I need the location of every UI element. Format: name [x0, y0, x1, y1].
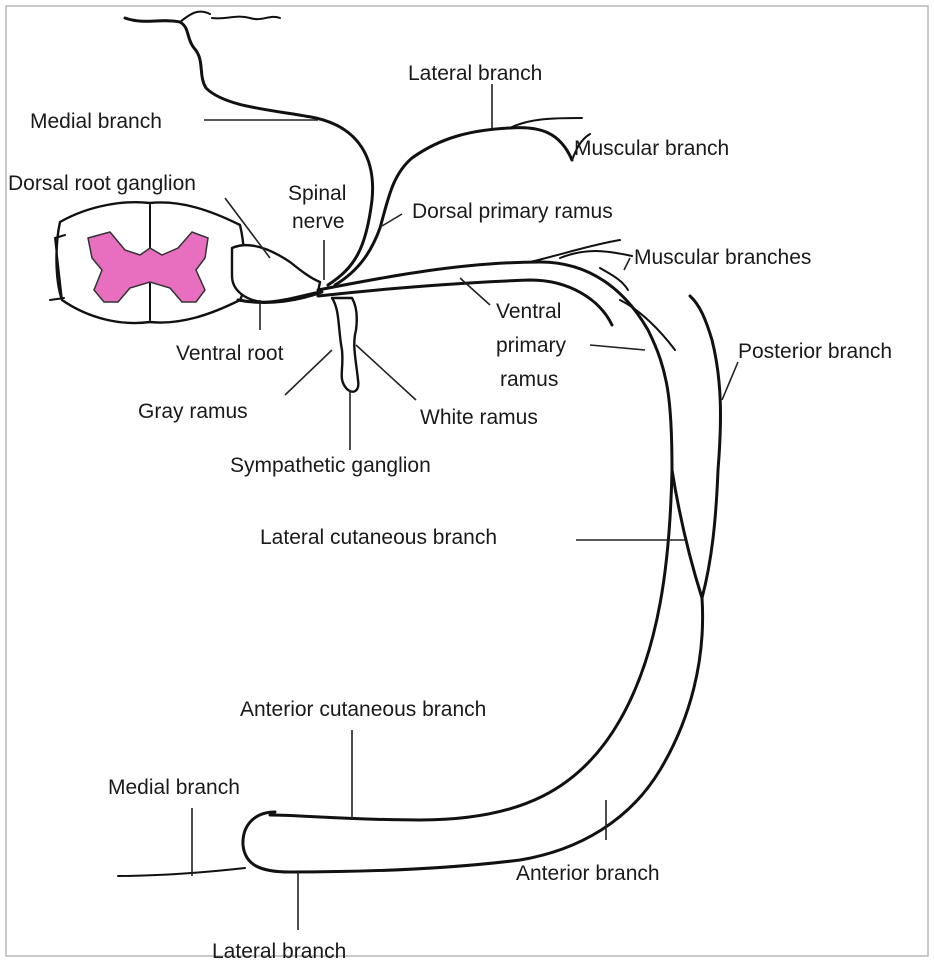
label-sympathetic-ganglion: Sympathetic ganglion: [230, 454, 431, 477]
label-ventral-primary-ramus-line3: ramus: [500, 368, 558, 391]
label-white-ramus: White ramus: [420, 406, 538, 429]
label-muscular-branches: Muscular branches: [634, 246, 811, 269]
label-dorsal-root-ganglion: Dorsal root ganglion: [8, 172, 196, 195]
lateral-cutaneous-branch-nerve: [672, 296, 720, 598]
dorsal-root-ganglion-shape: [232, 245, 320, 302]
label-muscular-branch: Muscular branch: [574, 137, 729, 160]
label-anterior-cutaneous-branch: Anterior cutaneous branch: [240, 698, 486, 721]
medial-branch-bottom-nerve: [118, 868, 245, 876]
sympathetic-ganglion: [332, 298, 358, 392]
label-lateral-branch-bottom: Lateral branch: [212, 940, 346, 962]
label-gray-ramus: Gray ramus: [138, 400, 248, 423]
label-medial-branch-bottom: Medial branch: [108, 776, 240, 799]
label-lateral-branch-top: Lateral branch: [408, 62, 542, 85]
label-ventral-root: Ventral root: [176, 342, 284, 365]
label-dorsal-primary-ramus: Dorsal primary ramus: [412, 200, 613, 223]
spinal-cord: [50, 202, 245, 323]
image-frame: [6, 6, 928, 956]
anterior-branch-nerve: [243, 598, 703, 872]
label-anterior-branch: Anterior branch: [516, 862, 660, 885]
label-ventral-primary-ramus-line2: primary: [496, 334, 567, 357]
label-medial-branch-top: Medial branch: [30, 110, 162, 133]
label-spinal-nerve-line1: Spinal: [288, 182, 346, 205]
label-lateral-cutaneous-branch: Lateral cutaneous branch: [260, 526, 497, 549]
label-spinal-nerve-line2: nerve: [292, 210, 345, 233]
label-posterior-branch: Posterior branch: [738, 340, 892, 363]
label-ventral-primary-ramus-line1: Ventral: [496, 300, 561, 323]
